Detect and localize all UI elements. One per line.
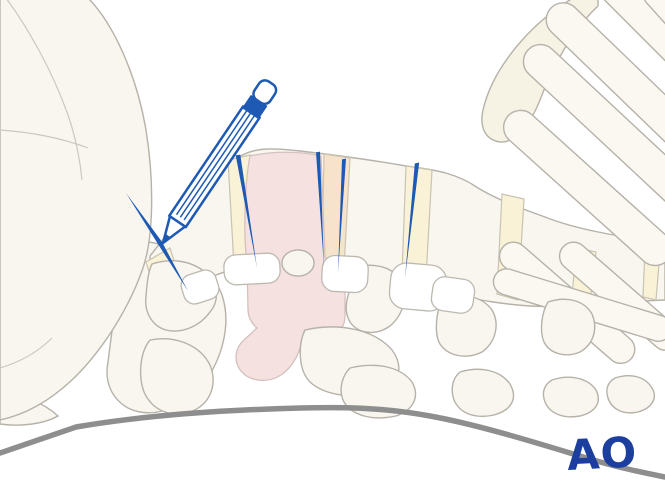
level-marking-lines xyxy=(126,151,420,291)
pencil-stripe xyxy=(175,109,248,216)
rib xyxy=(545,2,665,188)
interspinous-gap xyxy=(180,269,220,305)
rib xyxy=(522,43,665,227)
process xyxy=(606,375,656,414)
pencil-eraser xyxy=(252,79,278,106)
pencil-lead xyxy=(163,233,171,243)
marking-line xyxy=(405,162,420,278)
interspinous-gap xyxy=(430,276,476,314)
process xyxy=(542,376,599,418)
ilium-contour-line xyxy=(0,129,89,149)
pencil-stripe xyxy=(179,112,252,218)
marking-pencil xyxy=(161,79,278,245)
process xyxy=(451,368,515,418)
pelvis-ilium xyxy=(0,0,153,421)
marking-line xyxy=(316,151,324,267)
drawn-marking-line xyxy=(126,193,188,291)
marking-line xyxy=(235,154,257,268)
process xyxy=(540,298,596,356)
process-hook xyxy=(281,249,315,277)
rib xyxy=(502,109,665,267)
process xyxy=(340,364,417,419)
ilium-contour-line xyxy=(6,0,83,181)
interspinous-gap xyxy=(321,254,369,294)
pencil-stripe xyxy=(183,114,256,221)
pencil-ferrule xyxy=(241,94,268,120)
marking-line xyxy=(338,158,346,273)
ilium-contour-line xyxy=(0,337,53,369)
interspinous-gap xyxy=(223,252,281,286)
skin-contour-line xyxy=(0,404,665,480)
rib xyxy=(596,0,665,176)
ao-logo-text: AO xyxy=(566,427,639,480)
ao-logo: AO xyxy=(566,427,639,480)
